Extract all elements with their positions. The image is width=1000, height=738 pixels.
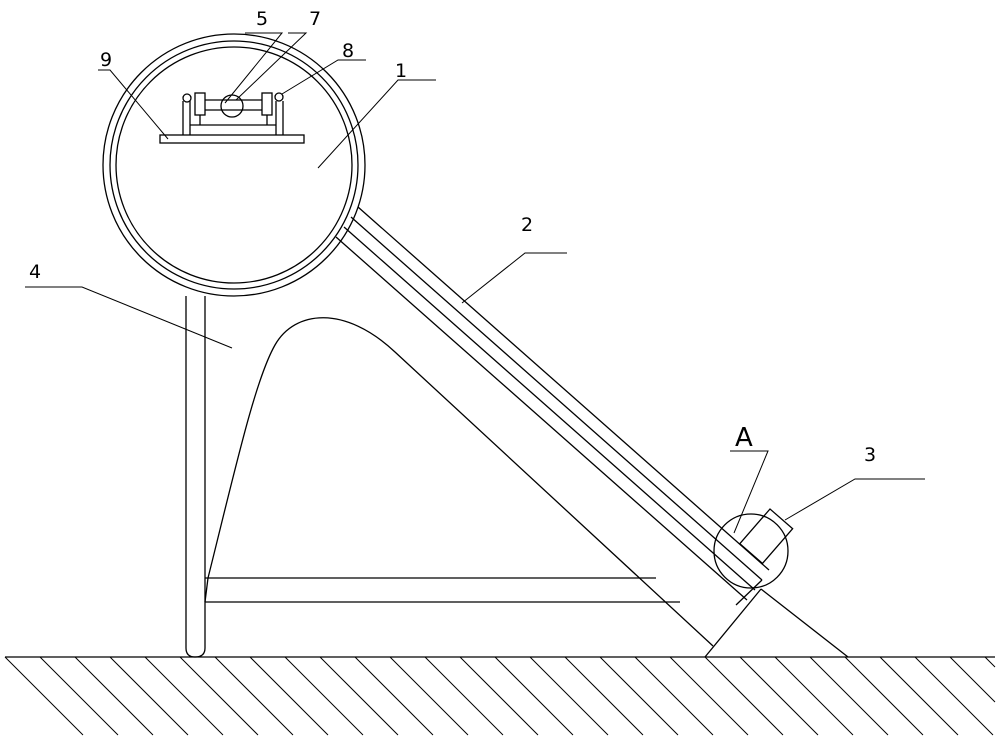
hatch-line xyxy=(599,656,679,736)
tank-outer-circle xyxy=(102,33,366,297)
water-tank xyxy=(102,33,366,297)
base-plate xyxy=(159,134,305,144)
foot-anchor xyxy=(704,508,849,658)
foot-left-edge xyxy=(704,588,762,658)
ground-hatching xyxy=(4,656,996,736)
tank-inner-circle xyxy=(115,46,353,284)
frame-curved-edge xyxy=(207,317,714,647)
right-post-knob xyxy=(274,92,284,102)
hatch-line xyxy=(459,656,539,736)
label-7: 7 xyxy=(309,8,321,30)
label-3: 3 xyxy=(864,444,876,466)
leader-lines xyxy=(25,32,925,534)
hatch-line xyxy=(424,656,504,736)
leader-7 xyxy=(235,32,308,101)
leader-4 xyxy=(25,286,233,349)
hatch-line xyxy=(284,656,364,736)
collector-edge-4 xyxy=(357,206,770,571)
hatch-line xyxy=(74,656,154,736)
hatch-line xyxy=(704,656,784,736)
detail-a-circle xyxy=(713,513,789,589)
tank-middle-circle xyxy=(109,40,359,290)
leader-9 xyxy=(98,69,169,140)
detail-block xyxy=(738,508,794,565)
hatch-line xyxy=(4,656,84,736)
hatch-line xyxy=(249,656,329,736)
hatch-line xyxy=(914,656,994,736)
leader-3 xyxy=(784,478,925,521)
motor-circle xyxy=(220,94,244,118)
leader-1 xyxy=(317,79,436,169)
hatch-line xyxy=(949,656,996,703)
hatch-line xyxy=(354,656,434,736)
frame xyxy=(204,317,714,647)
label-1: 1 xyxy=(395,60,407,82)
label-9: 9 xyxy=(100,49,112,71)
leader-a xyxy=(730,450,769,534)
collector-edge-1 xyxy=(335,236,748,601)
inclined-collector xyxy=(335,206,770,606)
foot-right-edge xyxy=(760,588,849,658)
vertical-support xyxy=(185,296,206,658)
hatch-line xyxy=(844,656,924,736)
label-8: 8 xyxy=(342,40,354,62)
frame-diagonal-connector xyxy=(204,577,209,603)
hatch-line xyxy=(669,656,749,736)
hatch-line xyxy=(774,656,854,736)
label-5: 5 xyxy=(256,8,268,30)
hatch-line xyxy=(144,656,224,736)
hatch-line xyxy=(179,656,259,736)
collector-edge-3 xyxy=(350,216,763,581)
leader-2 xyxy=(461,252,567,304)
hatch-line xyxy=(109,656,189,736)
left-bearing-block xyxy=(194,92,206,116)
tank-mechanism xyxy=(159,92,305,144)
hatch-line xyxy=(879,656,959,736)
leader-5 xyxy=(224,32,284,104)
hatch-line xyxy=(809,656,889,736)
label-2: 2 xyxy=(521,214,533,236)
left-post-knob xyxy=(182,93,192,103)
hatch-line xyxy=(494,656,574,736)
hatch-line xyxy=(739,656,819,736)
ground xyxy=(4,656,996,736)
vertical-support-pipe xyxy=(185,296,206,658)
collector-edge-2 xyxy=(343,226,756,591)
hatch-line xyxy=(564,656,644,736)
hatch-line xyxy=(634,656,714,736)
label-4: 4 xyxy=(29,261,41,283)
part-labels: 1 2 3 4 5 7 8 9 A xyxy=(29,8,876,466)
hatch-line xyxy=(319,656,399,736)
label-a: A xyxy=(735,423,753,453)
leader-8 xyxy=(281,59,366,95)
hatch-line xyxy=(529,656,609,736)
hatch-line xyxy=(984,656,996,668)
collector-bottom-end xyxy=(735,579,763,606)
hatch-line xyxy=(214,656,294,736)
hatch-line xyxy=(389,656,469,736)
hatch-line xyxy=(39,656,119,736)
right-bearing-block xyxy=(261,92,273,116)
